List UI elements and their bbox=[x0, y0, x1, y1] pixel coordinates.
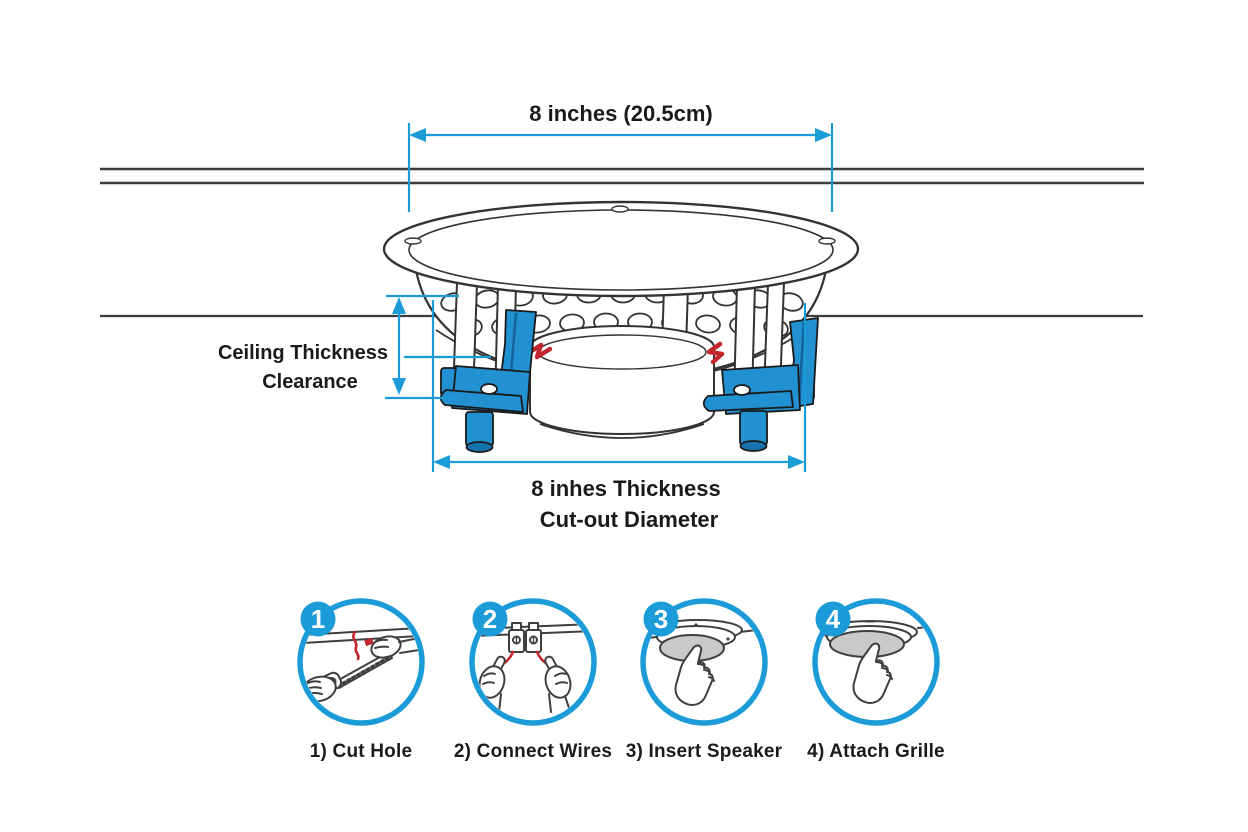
pointing-hand bbox=[852, 642, 893, 704]
step-label: 2) Connect Wires bbox=[453, 741, 613, 762]
arrowhead-right-icon bbox=[815, 128, 832, 142]
step-number: 3 bbox=[654, 604, 668, 634]
step-number-badge bbox=[300, 601, 336, 637]
arrowhead-up-icon bbox=[392, 297, 406, 314]
clamp-right bbox=[702, 317, 819, 452]
step4-illustration: 4 bbox=[812, 598, 940, 726]
arrowhead-down-icon bbox=[392, 378, 406, 395]
flange-screw-holes bbox=[404, 205, 836, 245]
step-number-badge bbox=[815, 601, 851, 637]
step-label: 1) Cut Hole bbox=[309, 741, 413, 762]
step-number: 4 bbox=[826, 604, 841, 634]
wire-red bbox=[352, 630, 360, 661]
hand-right bbox=[544, 655, 572, 715]
step-item-insert-speaker: 3 3) Insert Speaker bbox=[618, 592, 790, 763]
hand-right bbox=[364, 635, 419, 659]
step-label: 4) Attach Grille bbox=[807, 741, 945, 762]
arrowhead-left-icon bbox=[409, 128, 426, 142]
dimension-bottom bbox=[431, 300, 807, 472]
arrowhead-left-icon bbox=[433, 455, 450, 469]
arrowhead-right-icon bbox=[788, 455, 805, 469]
speaker-dimension-diagram: 8 inches (20.5cm) Ceiling Thickness Clea… bbox=[100, 101, 1144, 532]
flange bbox=[382, 200, 860, 298]
wire-terminals bbox=[527, 341, 725, 365]
step-item-attach-grille: 4 4) Attach Grille bbox=[790, 592, 962, 763]
ceiling-thickness-label-line1: Ceiling Thickness bbox=[218, 342, 388, 364]
speaker-illustration bbox=[382, 200, 860, 453]
saw-teeth bbox=[336, 654, 393, 688]
step1-illustration: 1 bbox=[297, 598, 425, 726]
magnet bbox=[529, 325, 715, 439]
dimension-left bbox=[385, 294, 491, 400]
step3-illustration: 3 bbox=[640, 598, 768, 726]
step-label: 3) Insert Speaker bbox=[625, 741, 783, 762]
step2-illustration: 2 bbox=[469, 598, 597, 726]
step-number-badge bbox=[472, 601, 508, 637]
terminal-blocks bbox=[508, 622, 542, 653]
step-number: 2 bbox=[483, 604, 497, 634]
step-item-connect-wires: 2 2) Connect Wires bbox=[447, 592, 619, 763]
cutout-label-line1: 8 inhes Thickness bbox=[531, 476, 721, 501]
ceiling-thickness-label-line2: Clearance bbox=[262, 371, 358, 393]
cutout-label-line2: Cut-out Diameter bbox=[540, 507, 719, 532]
clamp-left bbox=[439, 309, 537, 453]
step-number: 1 bbox=[311, 604, 325, 634]
step-number-badge bbox=[643, 601, 679, 637]
step-item-cut-hole: 1 1) Cut Hole bbox=[275, 592, 447, 763]
dimension-top bbox=[407, 123, 834, 212]
top-dimension-label: 8 inches (20.5cm) bbox=[529, 101, 712, 126]
pointing-hand bbox=[674, 644, 715, 706]
